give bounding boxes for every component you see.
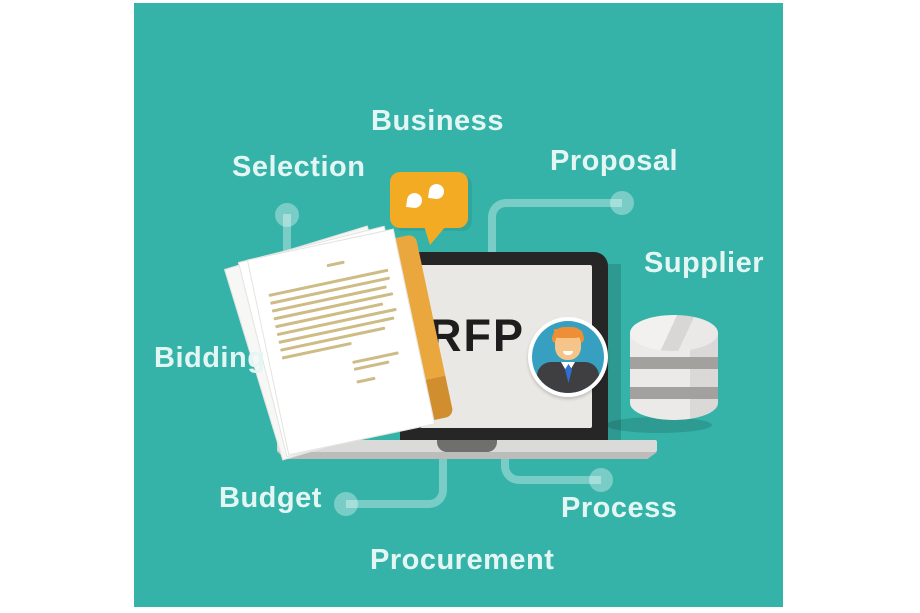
speech-bubble-icon bbox=[390, 172, 468, 228]
database-shadow bbox=[606, 417, 712, 433]
proposal-node-dot bbox=[610, 191, 634, 215]
database-band bbox=[630, 357, 718, 369]
process-connector-line bbox=[501, 457, 601, 484]
document-text-line bbox=[281, 341, 352, 360]
rfp-screen-text: RFP bbox=[429, 310, 525, 361]
businessman-avatar-icon bbox=[532, 321, 604, 393]
label-selection: Selection bbox=[232, 151, 366, 183]
laptop-base-edge bbox=[277, 452, 657, 459]
document-footer-line bbox=[356, 371, 403, 384]
process-node-dot bbox=[589, 468, 613, 492]
laptop-shadow bbox=[608, 264, 621, 440]
speech-bubble-tail bbox=[424, 226, 446, 245]
database-band bbox=[630, 387, 718, 399]
label-proposal: Proposal bbox=[550, 145, 679, 177]
document-text-line bbox=[352, 351, 399, 364]
label-process: Process bbox=[561, 492, 678, 524]
document-text-line bbox=[326, 260, 345, 268]
document-signature-lines bbox=[352, 351, 400, 371]
proposal-connector-line bbox=[488, 199, 622, 253]
label-budget: Budget bbox=[219, 482, 322, 514]
label-supplier: Supplier bbox=[644, 247, 765, 279]
label-business: Business bbox=[371, 105, 504, 137]
avatar-hair-fringe bbox=[554, 329, 583, 338]
avatar-smile bbox=[563, 351, 573, 355]
budget-node-dot bbox=[334, 492, 358, 516]
budget-connector-line bbox=[346, 457, 447, 508]
database-top-cap bbox=[630, 315, 718, 351]
label-bidding: Bidding bbox=[154, 342, 266, 374]
document-text-line bbox=[356, 376, 376, 384]
selection-connector-line bbox=[283, 214, 291, 262]
selection-node-dot bbox=[275, 203, 299, 227]
label-procurement: Procurement bbox=[370, 544, 555, 576]
document-header-lines bbox=[326, 252, 385, 268]
document-paragraph-lines bbox=[268, 268, 401, 360]
avatar-tie bbox=[565, 364, 572, 383]
database-icon bbox=[630, 315, 718, 420]
laptop-base-notch bbox=[437, 440, 497, 452]
